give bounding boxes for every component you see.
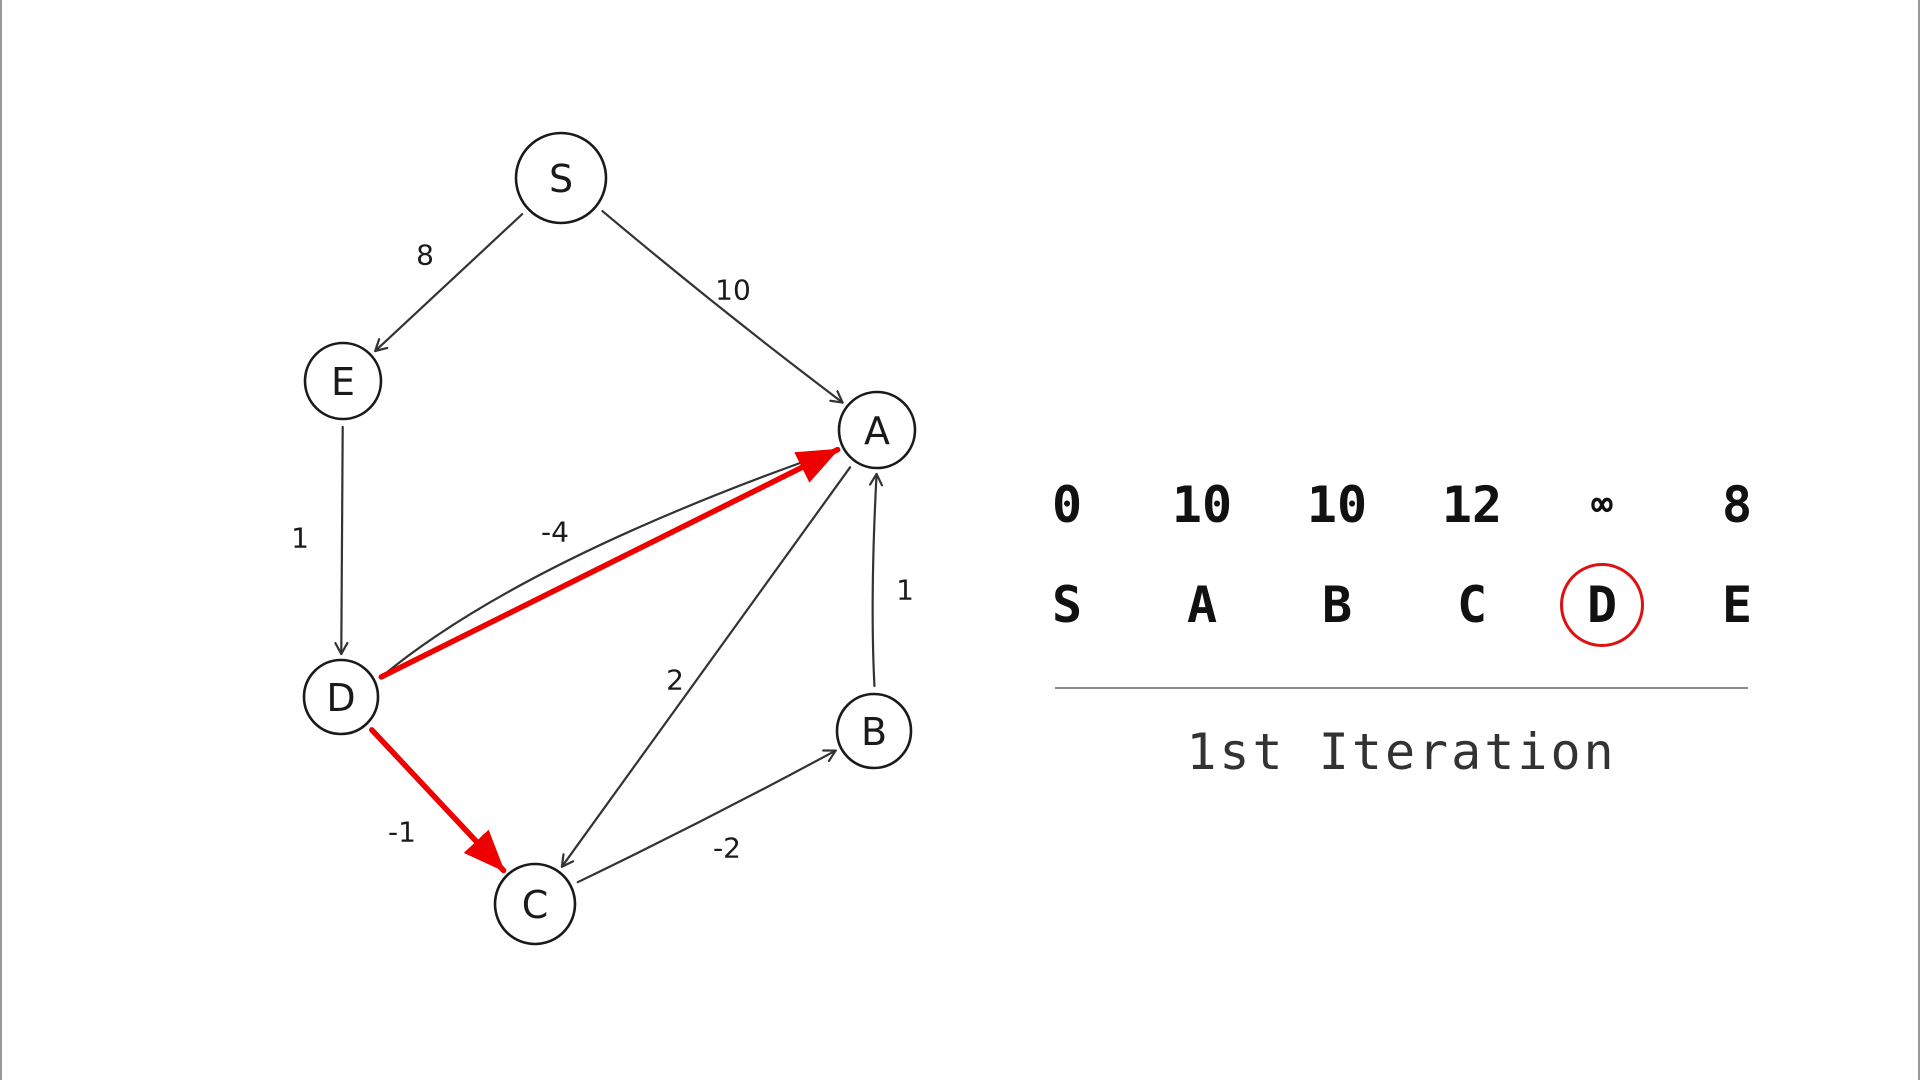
edge-weight-label: 10 bbox=[715, 274, 751, 307]
node-label: A bbox=[864, 409, 890, 453]
edge-weight-label: -2 bbox=[713, 832, 741, 865]
distance-value-d: ∞ bbox=[1591, 484, 1613, 525]
vertex-name-e: E bbox=[1721, 576, 1753, 634]
edge-c-b: -2 bbox=[576, 751, 837, 884]
vertex-name-b: B bbox=[1321, 576, 1353, 634]
edge-line bbox=[576, 751, 837, 884]
node-b: B bbox=[835, 692, 913, 770]
vertex-name-c: C bbox=[1456, 576, 1488, 634]
distance-value-c: 12 bbox=[1441, 476, 1503, 534]
node-circle bbox=[302, 658, 380, 736]
edge-line-highlighted bbox=[378, 446, 841, 680]
node-a: A bbox=[837, 390, 917, 470]
edges-layer: 8 10 1 -4 2 1 -1 -2 bbox=[291, 209, 914, 884]
vertex-name-a: A bbox=[1186, 576, 1218, 634]
edge-e-d: 1 bbox=[291, 425, 343, 656]
edge-line bbox=[374, 213, 524, 353]
node-circle bbox=[514, 131, 608, 225]
edge-s-a: 10 bbox=[601, 209, 844, 404]
distance-value-b: 10 bbox=[1306, 476, 1368, 534]
node-label: D bbox=[326, 676, 355, 720]
edge-weight-label: 1 bbox=[896, 574, 914, 607]
edge-weight-label: -1 bbox=[388, 816, 416, 849]
node-e: E bbox=[303, 341, 383, 421]
edge-line bbox=[560, 466, 852, 868]
edge-b-a: 1 bbox=[873, 472, 914, 688]
node-label: B bbox=[861, 710, 887, 754]
node-circle bbox=[493, 862, 577, 946]
edge-weight-label: 2 bbox=[666, 664, 684, 697]
node-label: S bbox=[549, 157, 573, 201]
edge-a-c: 2 bbox=[560, 466, 852, 868]
edge-line bbox=[601, 209, 844, 404]
edge-line bbox=[873, 472, 877, 688]
edge-weight-label: 1 bbox=[291, 522, 309, 555]
edge-s-e: 8 bbox=[374, 213, 524, 353]
distance-value-e: 8 bbox=[1721, 476, 1753, 534]
node-circle bbox=[837, 390, 917, 470]
node-circle bbox=[303, 341, 383, 421]
edge-line bbox=[341, 425, 342, 656]
distance-value-s: 0 bbox=[1051, 476, 1083, 534]
edge-weight-label: 8 bbox=[416, 239, 434, 272]
edge-weight-label: -4 bbox=[541, 516, 569, 549]
iteration-caption: 1st Iteration bbox=[1186, 723, 1617, 781]
distance-value-a: 10 bbox=[1171, 476, 1233, 534]
edge-line-original bbox=[380, 448, 839, 679]
node-label: E bbox=[331, 360, 355, 404]
node-circle bbox=[835, 692, 913, 770]
edge-d-c: -1 bbox=[369, 727, 507, 874]
current-vertex-ring bbox=[1560, 563, 1644, 647]
edge-line-highlighted bbox=[369, 727, 507, 874]
node-d: D bbox=[302, 658, 380, 736]
node-s: S bbox=[514, 131, 608, 225]
node-label: C bbox=[522, 883, 549, 927]
nodes-layer: S E A D B C bbox=[302, 131, 917, 946]
vertex-name-s: S bbox=[1051, 576, 1083, 634]
node-c: C bbox=[493, 862, 577, 946]
table-divider bbox=[1055, 687, 1748, 689]
edge-d-a: -4 bbox=[378, 446, 841, 680]
